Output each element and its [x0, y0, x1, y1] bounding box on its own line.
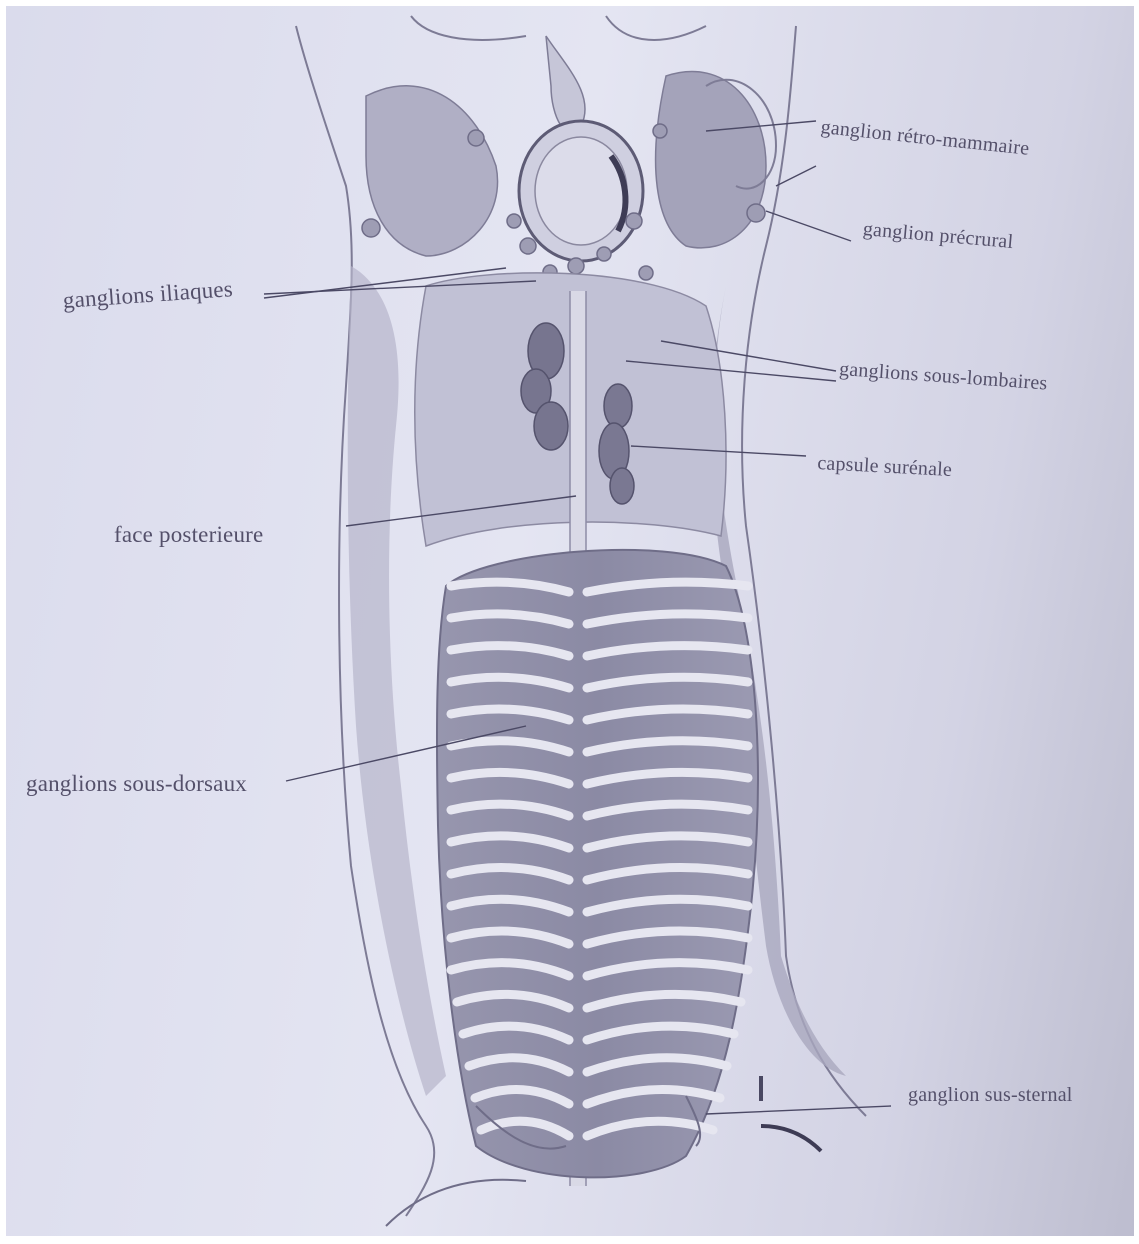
label-sub-dorsal-nodes: ganglions sous-dorsaux [26, 771, 247, 797]
anatomical-drawing [6, 6, 1134, 1236]
pelvic-opening [519, 121, 643, 261]
label-posterior-face: face posterieure [114, 522, 263, 548]
anatomical-illustration-photo: ganglion rétro-mammaire ganglion précrur… [6, 6, 1134, 1236]
label-suprasternal-node: ganglion sus-sternal [908, 1084, 1073, 1107]
